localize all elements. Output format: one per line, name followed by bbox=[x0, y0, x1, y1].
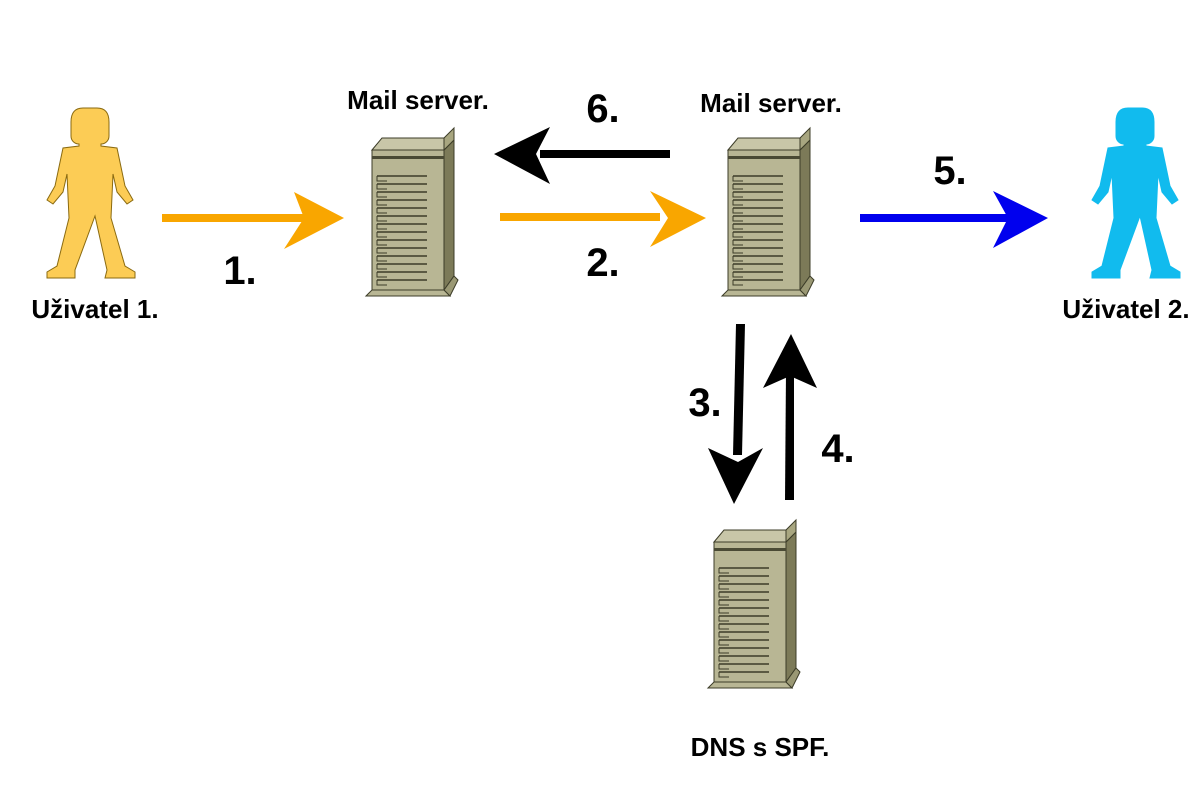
arrow-step-1 bbox=[162, 192, 344, 249]
arrow-step-6 bbox=[494, 127, 670, 184]
step-4-label: 4. bbox=[821, 427, 854, 471]
server-tower-icon bbox=[721, 127, 815, 297]
arrow-step-5 bbox=[860, 191, 1048, 248]
step-1-label: 1. bbox=[223, 249, 256, 293]
person-icon bbox=[1091, 107, 1181, 279]
user-2-node: Uživatel 2. bbox=[1062, 107, 1190, 324]
step-5-label: 5. bbox=[933, 149, 966, 193]
step-3-label: 3. bbox=[688, 381, 721, 425]
arrow-step-4 bbox=[763, 334, 817, 500]
user-1-node: Uživatel 1. bbox=[31, 107, 159, 324]
step-2-label: 2. bbox=[586, 241, 619, 285]
mail-server-2-label: Mail server. bbox=[700, 88, 842, 118]
dns-label: DNS s SPF. bbox=[691, 732, 830, 762]
user-2-label: Uživatel 2. bbox=[1062, 294, 1189, 324]
arrow-step-2 bbox=[500, 191, 706, 247]
mail-server-1-node: Mail server. bbox=[347, 85, 489, 297]
server-tower-icon bbox=[707, 519, 801, 689]
person-icon bbox=[46, 107, 136, 279]
server-tower-icon bbox=[365, 127, 459, 297]
arrow-step-3 bbox=[708, 324, 763, 504]
user-1-label: Uživatel 1. bbox=[31, 294, 158, 324]
step-6-label: 6. bbox=[586, 87, 619, 131]
dns-node: DNS s SPF. bbox=[691, 519, 830, 762]
mail-server-1-label: Mail server. bbox=[347, 85, 489, 115]
mail-server-2-node: Mail server. bbox=[700, 88, 842, 297]
